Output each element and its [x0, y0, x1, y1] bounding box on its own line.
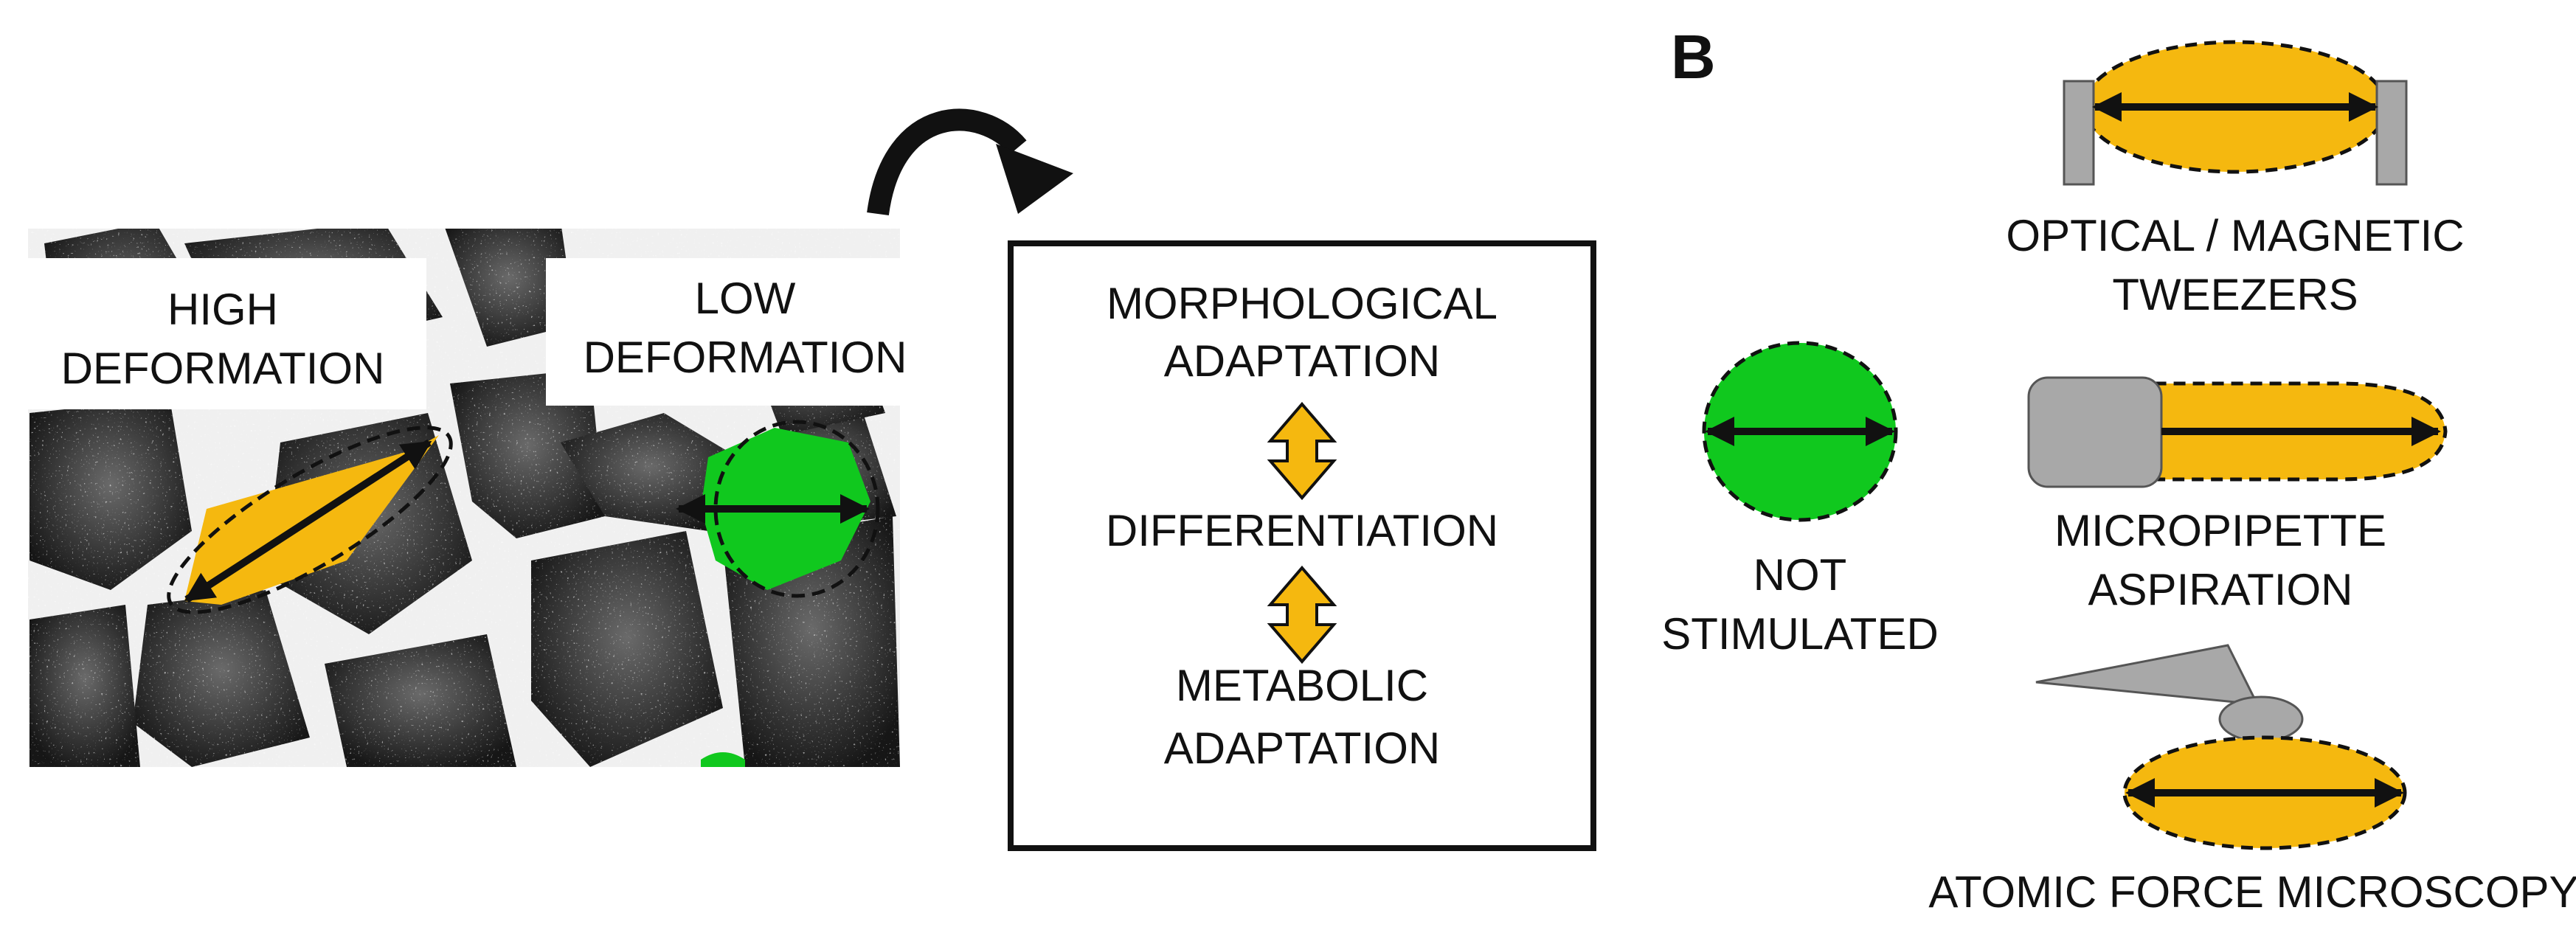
high-deformation-cell: [167, 426, 453, 614]
outcome-morphological-line1: MORPHOLOGICAL: [1107, 279, 1498, 328]
double-arrow-icon: [1267, 565, 1337, 664]
low-deformation-label-line1: LOW: [695, 274, 796, 323]
low-deformation-label-line2: DEFORMATION: [584, 333, 907, 382]
not-stimulated-cell: [1702, 341, 1898, 522]
outcome-differentiation: DIFFERENTIATION: [1106, 506, 1498, 555]
double-arrow-icon: [1267, 401, 1337, 501]
tweezers-label-line2: TWEEZERS: [2112, 270, 2358, 319]
outcome-metabolic-line1: METABOLIC: [1176, 661, 1428, 710]
afm-diagram: [2035, 644, 2407, 850]
low-deformation-cell: [676, 420, 880, 767]
not-stimulated-label-line1: NOT: [1753, 550, 1847, 600]
afm-label: ATOMIC FORCE MICROSCOPY: [1928, 867, 2576, 917]
tweezers-label-line1: OPTICAL / MAGNETIC: [2006, 211, 2464, 260]
high-deformation-label-line2: DEFORMATION: [61, 344, 385, 393]
curved-arrow-icon: [867, 108, 1073, 216]
outcome-morphological-line2: ADAPTATION: [1164, 336, 1440, 386]
micropipette-label-line1: MICROPIPETTE: [2054, 506, 2386, 555]
micropipette-diagram: [2027, 376, 2448, 488]
low-label-box: [546, 258, 959, 406]
high-label-box: [28, 258, 426, 409]
tweezers-diagram: [2063, 40, 2408, 186]
micropipette-label-line2: ASPIRATION: [2088, 565, 2353, 614]
outcomes-box: [1008, 240, 1596, 851]
not-stimulated-label-line2: STIMULATED: [1661, 609, 1939, 659]
panel-b-label: B: [1671, 22, 1716, 91]
outcome-metabolic-line2: ADAPTATION: [1164, 723, 1440, 773]
high-deformation-label-line1: HIGH: [167, 285, 278, 334]
